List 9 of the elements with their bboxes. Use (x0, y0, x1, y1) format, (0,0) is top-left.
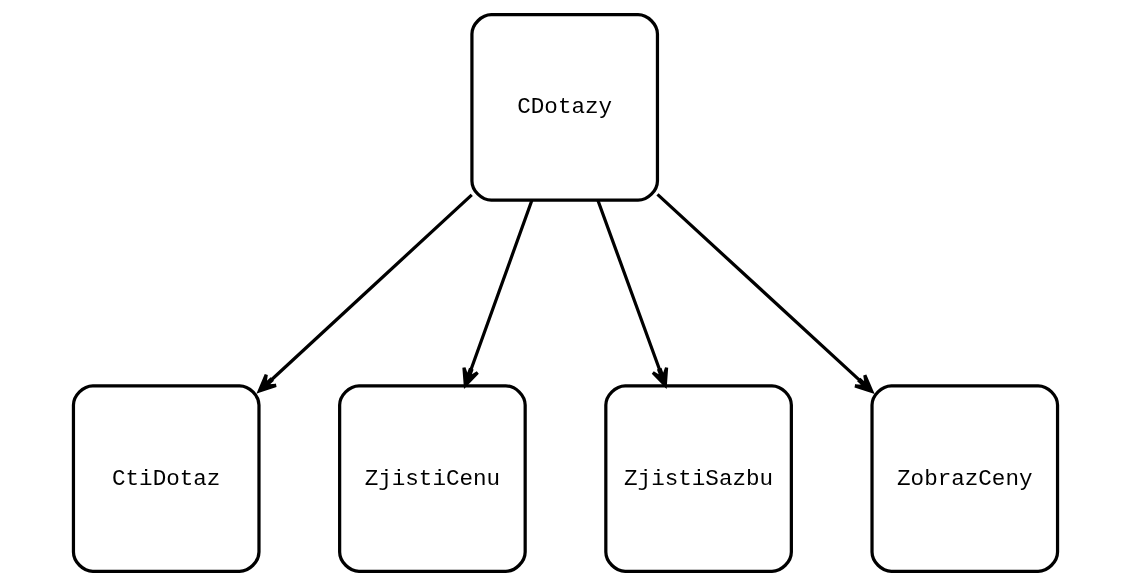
node-box: CDotazy (470, 13, 660, 202)
arrow (656, 193, 874, 394)
node-box: ZjistiSazbu (604, 384, 793, 573)
arrow (596, 199, 669, 387)
arrow (257, 193, 473, 393)
node-box: ZjistiCenu (338, 384, 527, 573)
node-box: CtiDotaz (71, 384, 261, 573)
node-box: ZobrazCeny (870, 384, 1060, 573)
arrow (462, 199, 534, 387)
